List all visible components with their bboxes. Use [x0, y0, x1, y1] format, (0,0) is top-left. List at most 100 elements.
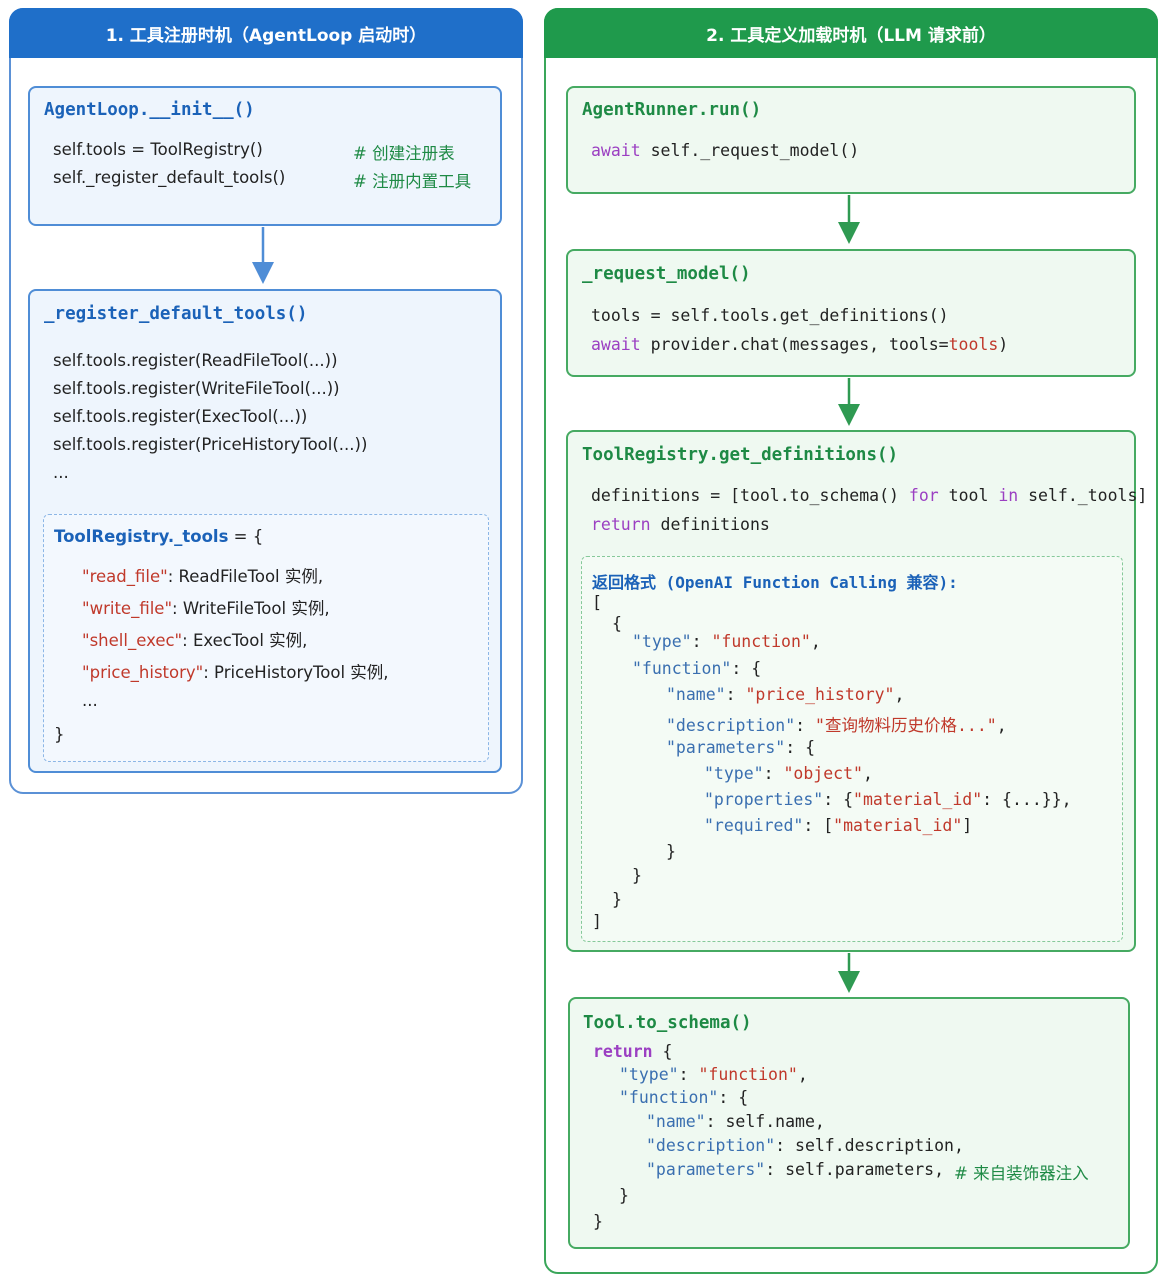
json-key: "parameters" [646, 1160, 766, 1179]
json-key: "required" [704, 816, 804, 835]
register-default-tools-title: _register_default_tools() [44, 304, 308, 324]
chat-call: provider.chat(messages, tools= [640, 335, 949, 354]
register-default-tools-card: _register_default_tools() self.tools.reg… [28, 289, 502, 773]
json-key: "type" [704, 764, 764, 783]
format-close-function: } [632, 866, 642, 885]
chat-call-end: ) [998, 335, 1009, 354]
registry-key: "write_file" [82, 599, 173, 618]
request-line-2: await provider.chat(messages, tools=tool… [591, 335, 1008, 354]
json-value: "price_history" [745, 685, 895, 704]
return-format-title: 返回格式 (OpenAI Function Calling 兼容): [592, 573, 958, 592]
json-key: "type" [619, 1065, 679, 1084]
register-line-4: self.tools.register(PriceHistoryTool(...… [53, 435, 368, 454]
registry-value: : ExecTool 实例, [182, 631, 308, 650]
registry-head: ToolRegistry._tools = { [54, 527, 263, 546]
format-function-line: "function": { [632, 659, 762, 678]
run-line: await self._request_model() [591, 141, 859, 160]
json-value: "material_id" [853, 790, 983, 809]
format-open-bracket: [ [592, 593, 602, 612]
request-model-card: _request_model() tools = self.tools.get_… [566, 249, 1136, 377]
registry-ellipsis: ... [82, 691, 98, 710]
agentrunner-run-title: AgentRunner.run() [582, 100, 762, 120]
registry-key: "price_history" [82, 663, 204, 682]
format-open-brace: { [612, 614, 622, 633]
tool-registry-map: ToolRegistry._tools = { "read_file": Rea… [43, 514, 489, 762]
json-key: "function" [632, 659, 732, 678]
format-close-bracket: ] [592, 912, 602, 931]
get-definitions-title: ToolRegistry.get_definitions() [582, 445, 899, 465]
await-keyword: await [591, 141, 641, 160]
format-parameters-line: "parameters": { [666, 738, 816, 757]
format-description-line: "description": "查询物料历史价格...", [666, 716, 1007, 735]
registry-value: : PriceHistoryTool 实例, [203, 663, 389, 682]
format-type-line: "type": "function", [632, 632, 821, 651]
json-value: "object" [783, 764, 863, 783]
get-definitions-card: ToolRegistry.get_definitions() definitio… [566, 430, 1147, 952]
schema-parameters-comment: # 来自装饰器注入 [954, 1164, 1089, 1183]
format-required-line: "required": ["material_id"] [704, 816, 973, 835]
arrow-definitions-to-schema [838, 953, 860, 993]
arrow-init-to-register [252, 227, 274, 284]
definitions-line: definitions = [tool.to_schema() for tool… [591, 486, 1147, 505]
arrow-request-to-definitions [838, 378, 860, 426]
registry-head-rest: = { [228, 527, 264, 546]
json-key: "description" [666, 716, 796, 735]
registration-panel-header: 1. 工具注册时机（AgentLoop 启动时） [9, 8, 523, 58]
run-call: self._request_model() [640, 141, 860, 160]
json-value: "function" [711, 632, 811, 651]
definitions-var: tool [938, 486, 999, 505]
json-key: "function" [619, 1088, 719, 1107]
register-ellipsis: ... [53, 463, 69, 482]
format-name-line: "name": "price_history", [666, 685, 905, 704]
json-value: : self.name, [705, 1112, 825, 1131]
schema-parameters-line: "parameters": self.parameters, [646, 1160, 944, 1179]
json-key: "name" [666, 685, 726, 704]
registry-key: "shell_exec" [82, 631, 183, 650]
json-value: : self.parameters, [765, 1160, 945, 1179]
registry-entry: "price_history": PriceHistoryTool 实例, [82, 659, 389, 683]
json-key: "parameters" [666, 738, 786, 757]
schema-name-line: "name": self.name, [646, 1112, 825, 1131]
request-line-1: tools = self.tools.get_definitions() [591, 306, 949, 325]
format-close-item: } [612, 890, 622, 909]
agentloop-init-card: AgentLoop.__init__() self.tools = ToolRe… [28, 86, 502, 226]
format-close-params: } [666, 842, 676, 861]
json-value: "material_id" [833, 816, 963, 835]
register-line-1: self.tools.register(ReadFileTool(...)) [53, 351, 338, 370]
registry-value: : ReadFileTool 实例, [167, 567, 324, 586]
registry-head-name: ToolRegistry._tools [54, 527, 229, 546]
format-param-type-line: "type": "object", [704, 764, 873, 783]
return-format-box: 返回格式 (OpenAI Function Calling 兼容): [ { "… [581, 556, 1123, 942]
json-key: "description" [646, 1136, 776, 1155]
to-schema-card: Tool.to_schema() return { "type": "funct… [568, 997, 1130, 1249]
definition-loading-panel: 2. 工具定义加载时机（LLM 请求前） [544, 8, 1158, 1274]
tools-arg: tools [948, 335, 999, 354]
schema-close-function: } [619, 1186, 629, 1205]
registry-key: "read_file" [82, 567, 168, 586]
request-model-title: _request_model() [582, 264, 751, 284]
json-key: "type" [632, 632, 692, 651]
agentloop-init-title: AgentLoop.__init__() [44, 100, 255, 120]
json-key: "properties" [704, 790, 824, 809]
return-line: return definitions [591, 515, 770, 534]
arrow-run-to-request [838, 195, 860, 244]
register-line-2: self.tools.register(WriteFileTool(...)) [53, 379, 340, 398]
to-schema-title: Tool.to_schema() [583, 1013, 752, 1033]
schema-return-line: return { [593, 1042, 672, 1061]
json-value: : self.description, [775, 1136, 964, 1155]
json-value: "查询物料历史价格..." [815, 716, 997, 735]
schema-type-line: "type": "function", [619, 1065, 808, 1084]
json-value: "function" [698, 1065, 798, 1084]
schema-description-line: "description": self.description, [646, 1136, 964, 1155]
await-keyword: await [591, 335, 641, 354]
definitions-source: self._tools] [1018, 486, 1148, 505]
definition-loading-panel-header: 2. 工具定义加载时机（LLM 请求前） [544, 8, 1158, 58]
registry-entry: "shell_exec": ExecTool 实例, [82, 627, 307, 651]
definitions-expr: definitions = [tool.to_schema() [591, 486, 909, 505]
registry-entry: "write_file": WriteFileTool 实例, [82, 595, 330, 619]
return-keyword: return [591, 515, 651, 534]
json-punct: : { [823, 790, 854, 809]
registration-panel: 1. 工具注册时机（AgentLoop 启动时） [9, 8, 523, 794]
schema-function-line: "function": { [619, 1088, 749, 1107]
for-keyword: for [908, 486, 939, 505]
